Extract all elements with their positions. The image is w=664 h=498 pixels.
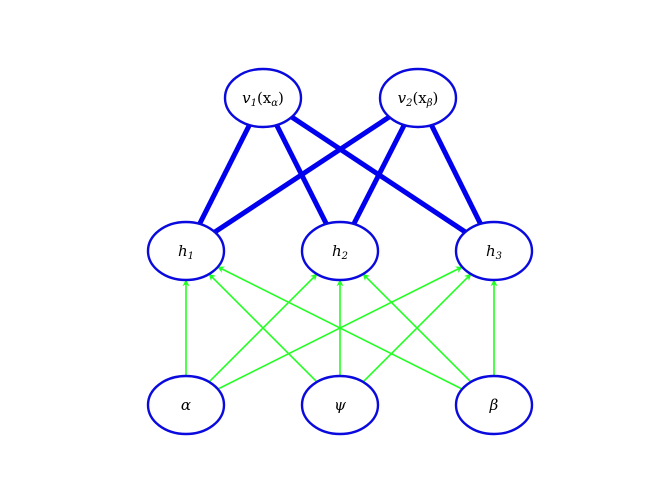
node-h2-ellipse [300, 220, 380, 282]
node-h3-ellipse [454, 220, 534, 282]
node-alpha: α [146, 374, 226, 436]
node-psi-label: ψ [334, 396, 346, 414]
node-beta-ellipse [454, 374, 534, 436]
node-v2: v2(xβ) [378, 67, 458, 129]
arrow-edge-beta-h1 [217, 266, 463, 390]
node-v2-ellipse [378, 67, 458, 129]
weight-edge-v2-h2 [351, 123, 407, 226]
node-beta: β [454, 374, 534, 436]
node-h3: h3 [454, 220, 534, 282]
node-h1-ellipse [146, 220, 226, 282]
arrow-edge-beta-h2 [362, 273, 472, 383]
node-h3-label: h3 [486, 242, 502, 262]
arrow-edge-psi-h1 [208, 273, 318, 383]
node-v2-label: v2(xβ) [398, 89, 439, 109]
node-psi: ψ [300, 374, 380, 436]
weight-edge-v2-h3 [429, 124, 483, 225]
node-alpha-label: α [181, 396, 191, 414]
input-arrows [182, 266, 498, 390]
node-h1: h1 [146, 220, 226, 282]
node-v1-label: v1(xα) [242, 89, 284, 109]
node-h1-label: h1 [178, 242, 194, 262]
node-alpha-ellipse [146, 374, 226, 436]
node-h2-label: h2 [332, 242, 348, 262]
node-h2: h2 [300, 220, 380, 282]
node-v1-ellipse [223, 67, 303, 129]
weight-edge-v1-h1 [197, 123, 252, 226]
node-psi-ellipse [300, 374, 380, 436]
weight-edges [197, 114, 483, 235]
node-beta-label: β [489, 396, 499, 414]
weight-edge-v2-h1 [213, 114, 391, 235]
node-v1: v1(xα) [223, 67, 303, 129]
